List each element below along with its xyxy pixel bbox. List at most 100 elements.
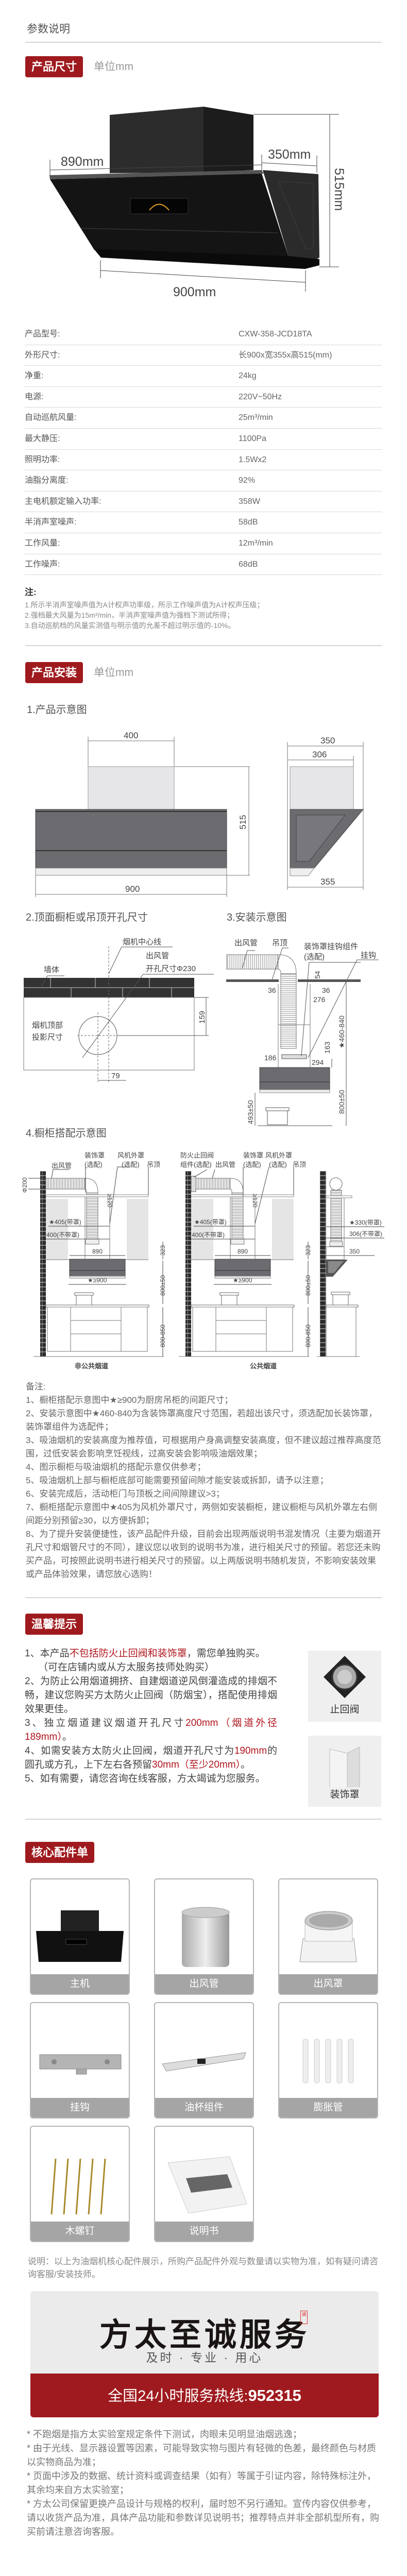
remark-item: 8、为了提升安装便捷性，该产品配件升级，目前会出现两版说明书混发情况（主要为烟道… [26, 1529, 381, 1579]
dim-900: ★≥900 [233, 1277, 252, 1284]
tip-highlight: 190mm [234, 1745, 267, 1756]
dim-294: 294 [312, 1058, 324, 1066]
divider [25, 645, 382, 646]
label-hook: 挂钩 [361, 951, 376, 960]
dim-79: 79 [111, 1072, 120, 1080]
label-cover-optional: (选配) [84, 1161, 103, 1168]
dim-890: 890 [92, 1248, 103, 1255]
spec-row: 最大静压:1100Pa [25, 429, 382, 450]
hood-top-edge [49, 170, 264, 179]
disclaimer-item: * 由于光线、显示器设置等因素，可能导致实物与图片有轻微的色差，最终颜色与材质以… [27, 2443, 377, 2467]
remark-item: 5、吸油烟机上部与橱柜底部可能需要预留间隙才能安装或拆卸，请予以注意； [26, 1476, 329, 1485]
dim-306: 306(不带罩) [349, 1230, 382, 1238]
accessory-card: 出风管 [154, 1878, 254, 1995]
label-projection: 烟机顶部 [32, 1021, 63, 1030]
hood-bottom-strip [94, 249, 319, 269]
fig3-title: 3.安装示意图 [227, 912, 287, 923]
dim-405: ★405(带罩) [194, 1218, 227, 1226]
label-cover: 装饰罩 [243, 1151, 263, 1159]
product-schematic: 400 515 900 350 306 355 [35, 731, 364, 897]
remark-item: 3、吸油烟机的安装高度为推荐值，可根据用户身高调整安装高度，但不建议超过推荐高度… [26, 1435, 381, 1459]
dim-350: 350 [349, 1248, 360, 1255]
check-valve-label: 止回阀 [330, 1704, 360, 1715]
tip-item: 3、独立烟道建议烟道开孔尺寸200mm（烟道外径189mm）。 [25, 1716, 277, 1744]
dim-460-840: ★460-840 [337, 1015, 346, 1048]
panel-private-flue [28, 1166, 164, 1357]
dim-306: 306 [312, 750, 327, 759]
hood-front-panel [50, 174, 289, 257]
install-unit: 单位mm [94, 667, 133, 679]
label-projection-2: 投影尺寸 [32, 1033, 63, 1042]
tip-text: 5、如有需要，请您咨询在线客服，方太竭诚为您服务。 [25, 1773, 265, 1784]
oil-cup-icon [162, 2052, 246, 2072]
pot [267, 1110, 288, 1125]
decor-cover-label: 装饰罩 [330, 1789, 360, 1800]
spec-row: 外形尺寸:长900x宽355x高515(mm) [25, 345, 382, 366]
spec-value: 1.5Wx2 [239, 455, 267, 464]
dim-900: 900 [125, 884, 140, 894]
spec-value: 68dB [239, 560, 258, 569]
label-valve: 防火止回阀 [180, 1151, 214, 1159]
hotline-number[interactable]: 952315 [248, 2386, 301, 2404]
hook-bracket-icon [39, 2054, 122, 2075]
dim-890: 890 [238, 1248, 248, 1255]
dim-gap: ≥120 [251, 1194, 259, 1208]
fig2-title: 2.顶面橱柜或吊顶开孔尺寸 [26, 912, 148, 923]
product-dimension-image: 890mm 350mm 515mm 900mm [49, 107, 346, 299]
spec-value: 长900x宽355x高515(mm) [239, 350, 332, 360]
schematic-top-box [88, 766, 175, 810]
dim-350: 350 [320, 736, 335, 745]
remark-item: 7、橱柜搭配示意图中★405为风机外罩尺寸，两侧如安装橱柜，建议橱柜与风机外罩左… [26, 1502, 378, 1526]
dim-850: 800-850 [304, 1325, 312, 1347]
ceiling-hole-diagram: 烟机中心线 出风管 开孔尺寸Φ230 墙体 烟机顶部 投影尺寸 159 79 [23, 938, 214, 1082]
duct-pipe-icon [181, 1907, 230, 1967]
accessory-label: 出风罩 [279, 1974, 377, 1994]
dim-800: 800±50 [159, 1275, 166, 1296]
caption-private-flue: 非公共烟道 [75, 1362, 108, 1370]
dim-355: 355 [320, 877, 335, 887]
divider [25, 42, 382, 43]
tip-item: 2、为防止公用烟道拥挤、自建烟道逆风倒灌造成的排烟不畅，建议您购买方太防火止回阀… [25, 1674, 277, 1716]
divider [25, 1597, 382, 1598]
size-badge: 产品尺寸 [25, 56, 83, 77]
check-valve-icon [324, 1656, 366, 1698]
label-ceiling: 吊顶 [272, 939, 287, 947]
dim-323: 323 [304, 1245, 312, 1256]
label-hole-size: 开孔尺寸Φ230 [146, 964, 196, 973]
label-fan-cover-optional: (选配) [122, 1161, 140, 1168]
remark-item: 2、安装示意图中★460-840为含装饰罩高度尺寸范围，若超出该尺寸，须选配加长… [26, 1409, 378, 1432]
tip-text: 3、独立烟道建议烟道开孔尺寸 [25, 1718, 186, 1728]
accessory-label: 出风管 [155, 1974, 253, 1994]
accessories-note: 说明：以上为油烟机核心配件展示，所购产品配件外观与数量请以实物为准，如有疑问请咨… [28, 2257, 378, 2279]
tip-text: （可在店铺内或从方太服务技师处购买） [38, 1662, 215, 1673]
expansion-tube-icon [302, 2039, 354, 2083]
accessory-label: 油杯组件 [155, 2098, 253, 2117]
tip-text: 1、本产品 [25, 1648, 70, 1659]
label-wall: 墙体 [44, 965, 59, 974]
service-banner: 方太至诚服务 诚 及时 · 专业 · 用心 全国24小时服务热线:952315 [30, 2291, 379, 2417]
accessory-label: 说明书 [155, 2222, 253, 2241]
hood-side-panel [263, 170, 319, 265]
label-fan-cover-optional: (选配) [269, 1161, 287, 1168]
accessory-label: 挂钩 [31, 2098, 129, 2117]
dim-186: 186 [264, 1054, 277, 1062]
dim-400: 400(不带罩) [192, 1231, 225, 1239]
disclaimers: * 不跑烟是指方太实验室规定条件下测试，肉眼未见明显油烟逃逸； * 由于光线、显… [27, 2428, 383, 2539]
dim-900: 900mm [173, 285, 216, 299]
spec-value: 220V~50Hz [239, 392, 282, 401]
seal-icon: 诚 [300, 2311, 308, 2324]
spec-label: 照明功率: [25, 455, 60, 464]
accessory-card: 出风罩 [278, 1878, 378, 1995]
accessory-card: 膨胀管 [278, 2002, 378, 2119]
tips-badge: 温馨提示 [25, 1614, 83, 1635]
spec-row: 净重:24kg [25, 366, 382, 387]
accessory-label: 主机 [31, 1974, 129, 1994]
tip-text: 2、为防止公用烟道拥挤、自建烟道逆风倒灌造成的排烟不畅，建议您购买方太防火止回阀… [25, 1676, 277, 1715]
tip-item: 1、本产品不包括防火止回阀和装饰罩，需您单独购买。（可在店铺内或从方太服务技师处… [25, 1647, 277, 1674]
tip-text: 。 [62, 1732, 72, 1742]
dim-405: ★405(带罩) [49, 1218, 81, 1226]
dim-276: 276 [313, 995, 326, 1004]
tip-text: 4、如需安装方太防火止回阀，烟道开孔尺寸为 [25, 1745, 234, 1756]
label-fan-cover: 风机外罩 [265, 1151, 292, 1159]
accessory-label: 膨胀管 [279, 2098, 377, 2117]
